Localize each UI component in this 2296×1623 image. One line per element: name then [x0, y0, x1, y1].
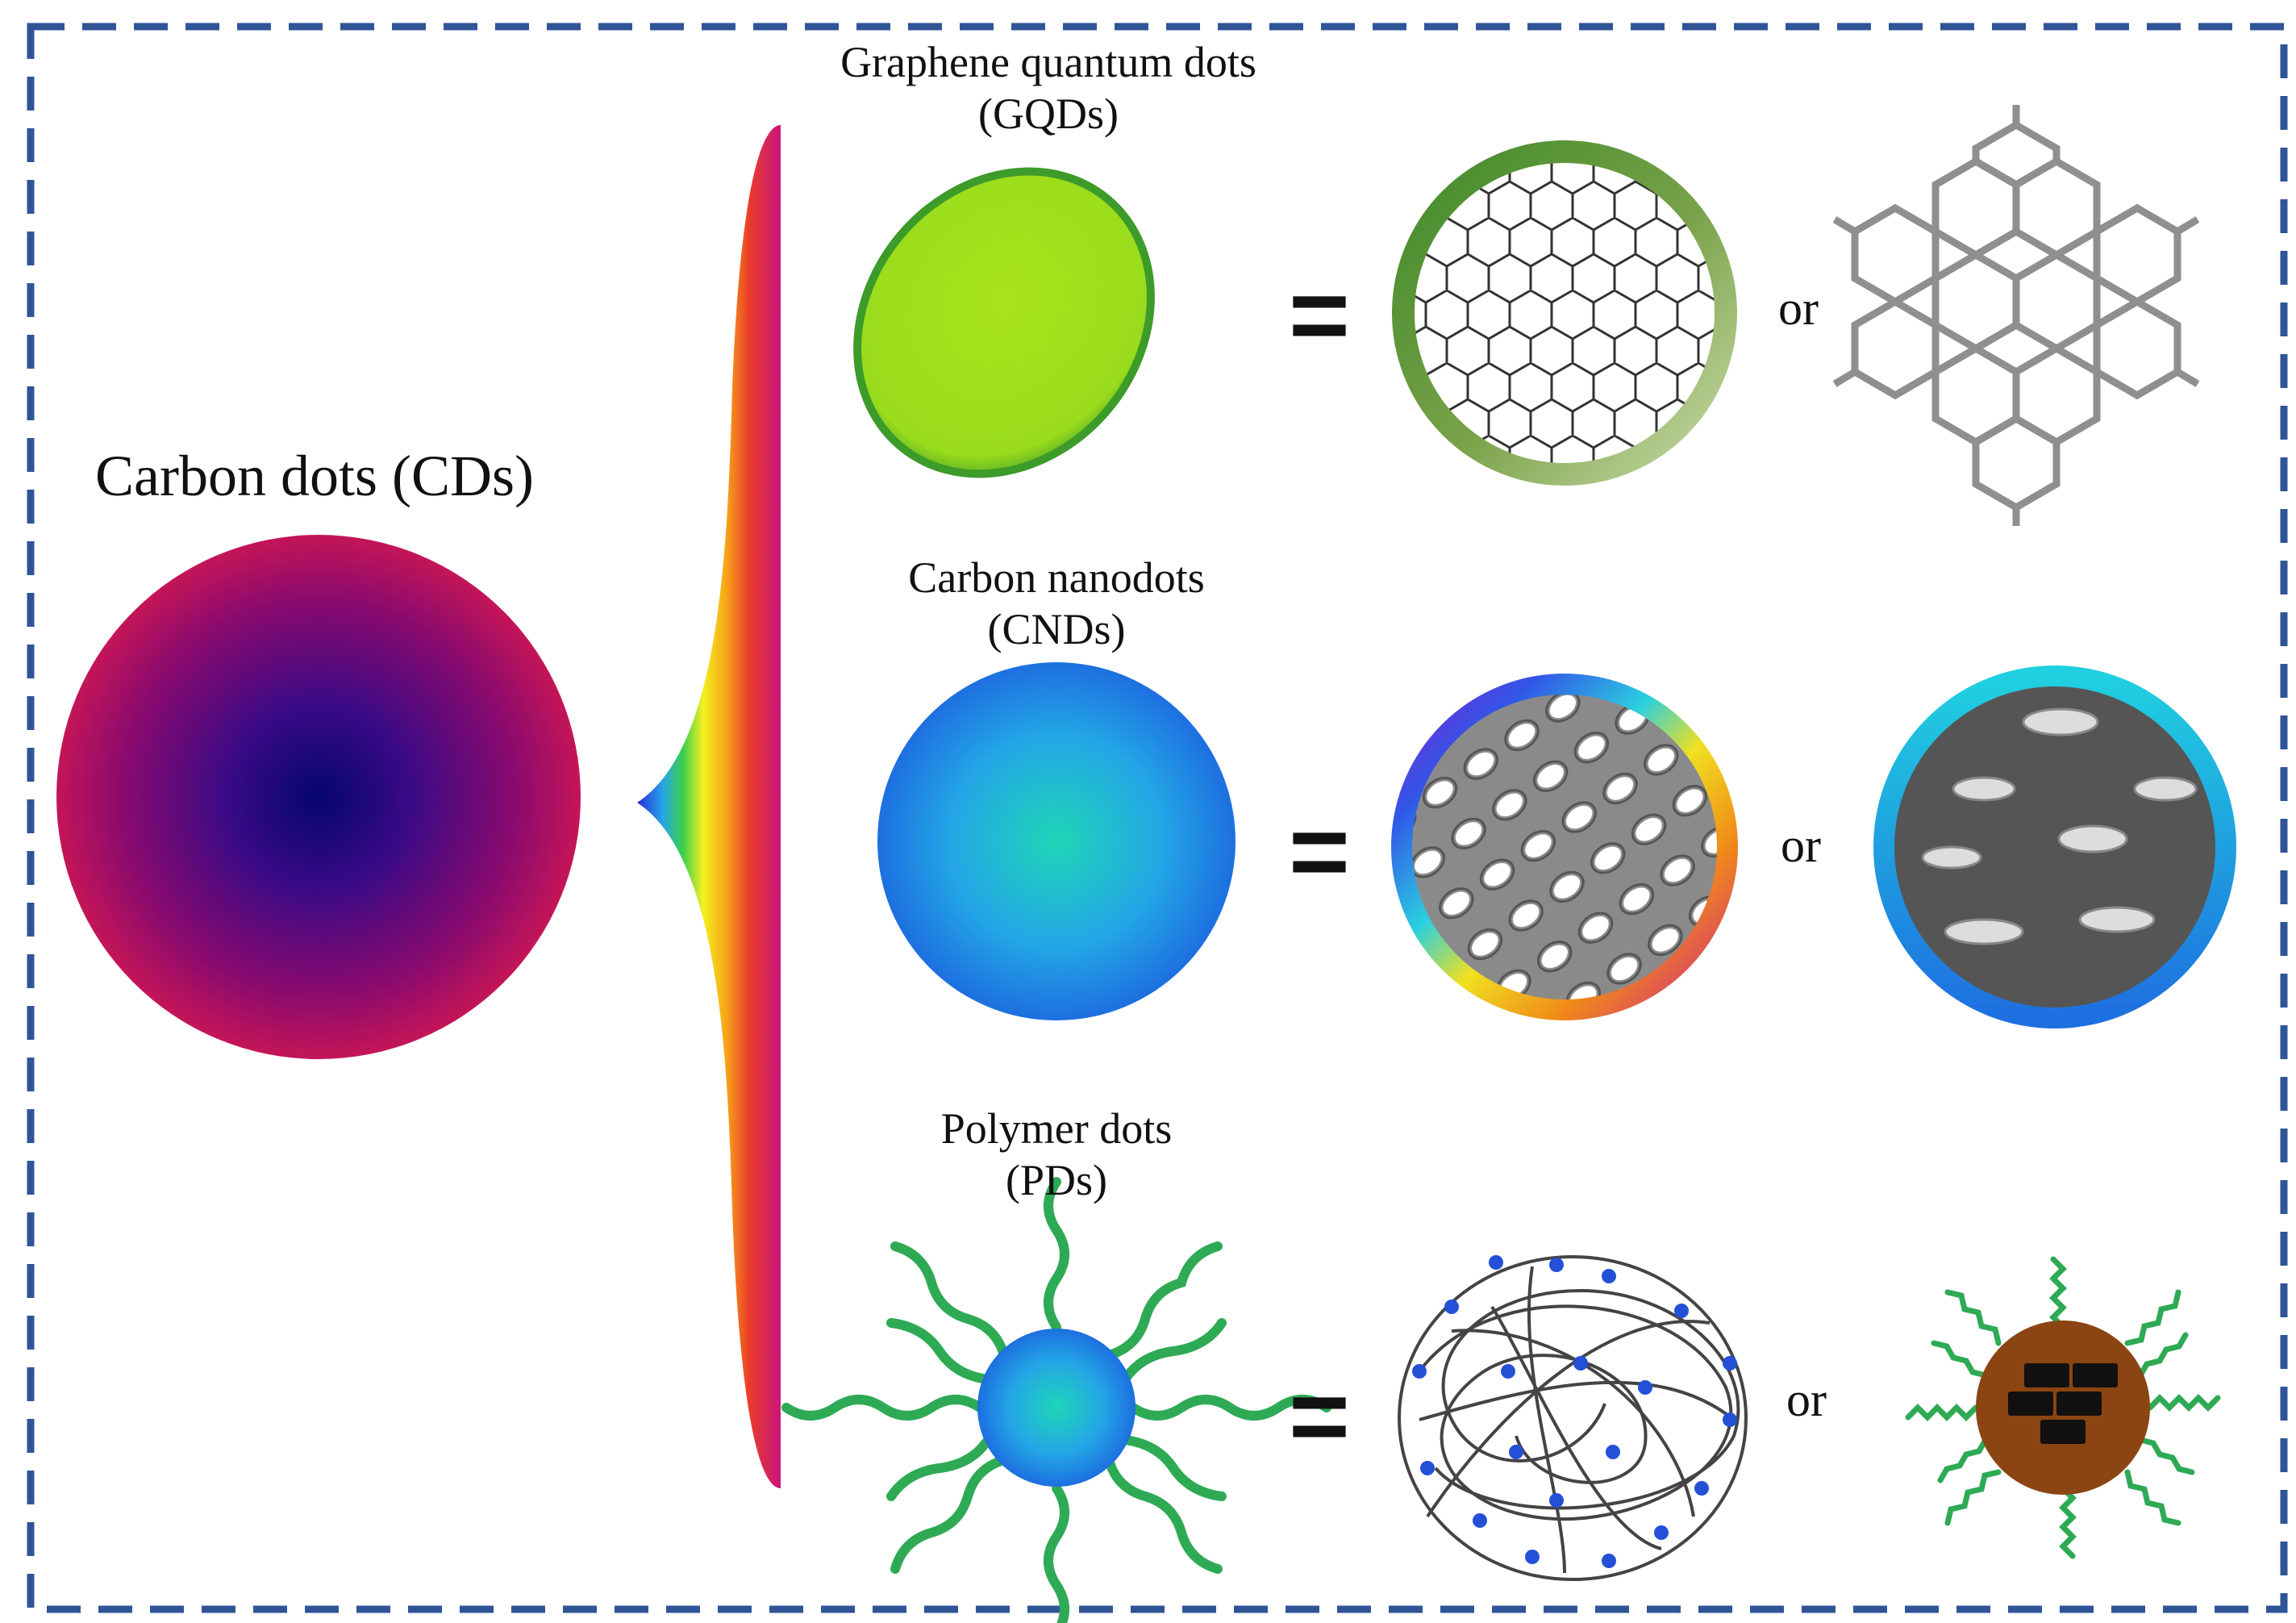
pd-equals: = [1289, 1357, 1350, 1475]
molecule-icon [1832, 105, 2200, 526]
gqd-title-line2: (GQDs) [978, 89, 1119, 138]
pd-or: or [1786, 1373, 1827, 1426]
amorphous-core-icon [1873, 665, 2236, 1028]
cnd-title: Carbon nanodots (CNDs) [774, 553, 1339, 655]
gqd-title-line1: Graphene quantum dots [840, 38, 1256, 86]
pd-title-line2: (PDs) [1005, 1155, 1107, 1204]
pd-title: Polymer dots (PDs) [774, 1104, 1339, 1206]
cnd-sphere [877, 662, 1236, 1020]
frame-border [27, 23, 2288, 1613]
polymer-dot-icon [781, 1177, 1331, 1623]
polymer-dot-core [977, 1329, 1135, 1487]
main-label: Carbon dots (CDs) [95, 444, 534, 508]
cnd-equals: = [1289, 792, 1350, 910]
pd-title-line1: Polymer dots [940, 1104, 1173, 1153]
gqd-title: Graphene quantum dots (GQDs) [766, 37, 1331, 140]
gqd-or: or [1778, 282, 1819, 335]
crystal-lattice-icon [1391, 674, 1738, 1020]
polymer-core-icon [1905, 1256, 2221, 1559]
gqd-disc [853, 167, 1155, 478]
spectrum-fan [637, 125, 781, 1488]
cnd-title-line2: (CNDs) [987, 604, 1126, 653]
cnd-or: or [1781, 819, 1821, 872]
gqd-equals: = [1289, 256, 1350, 373]
graphene-lattice-icon [1392, 140, 1737, 486]
carbon-dot-sphere [56, 535, 581, 1059]
polymer-network-icon [1398, 1255, 1748, 1581]
cnd-title-line1: Carbon nanodots [908, 553, 1205, 602]
